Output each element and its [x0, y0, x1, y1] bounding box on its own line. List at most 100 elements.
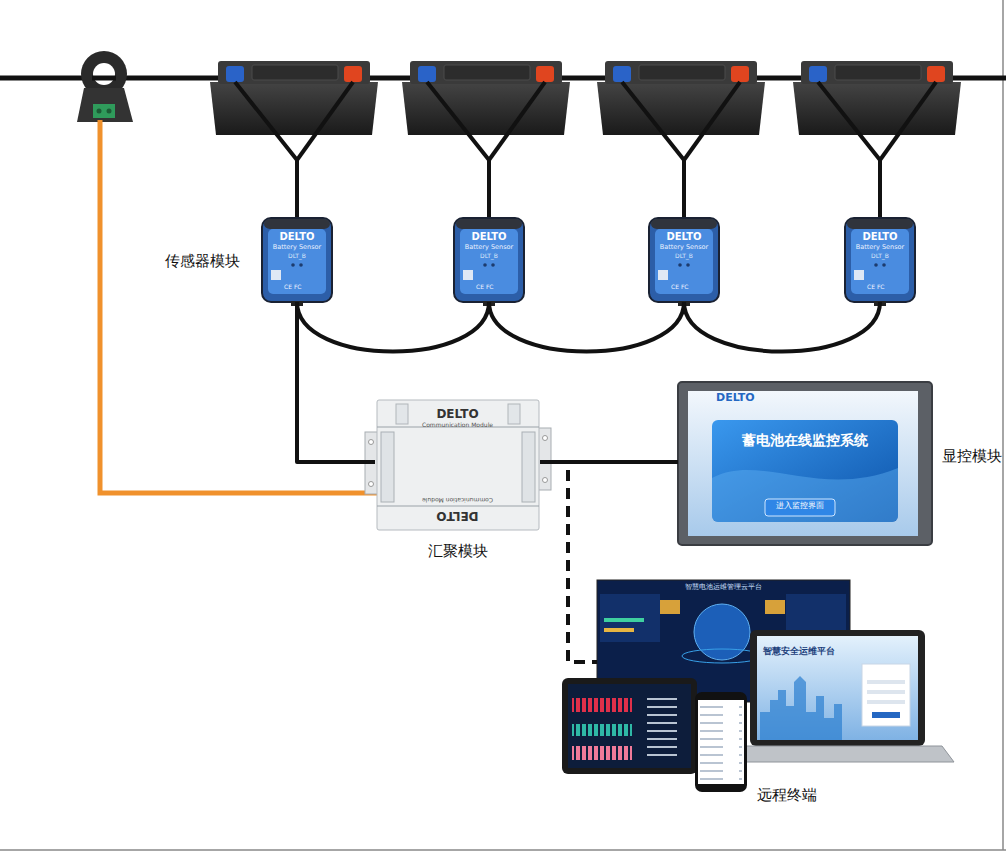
battery-lid	[410, 61, 562, 84]
sensor-body	[77, 88, 133, 122]
battery-lid	[218, 61, 370, 84]
frame-line	[0, 849, 1006, 851]
led	[491, 263, 495, 267]
tablet-screen	[568, 684, 691, 768]
cell-bars	[572, 698, 632, 712]
sensor-housing	[845, 218, 915, 306]
display-module: DELTO蓄电池在线监控系统进入监控界面显控模块	[678, 382, 932, 545]
signal-cable	[489, 302, 684, 352]
product-text: Battery Sensor	[649, 244, 719, 251]
mount-hole	[369, 482, 374, 487]
sensor-module: DELTOBattery SensorDLT_BCE FC	[649, 218, 719, 302]
screw	[97, 109, 102, 114]
housing-cap	[847, 219, 913, 229]
cell-bars	[572, 724, 632, 736]
terminal-strip	[381, 432, 394, 502]
phone	[695, 692, 747, 792]
housing-cap	[264, 219, 330, 229]
phone-screen	[698, 700, 744, 784]
communication-housing	[365, 400, 551, 530]
power-bus	[92, 76, 116, 81]
positive-terminal	[344, 66, 362, 82]
sense-wire	[622, 82, 684, 218]
login-button	[872, 712, 900, 718]
label-box	[508, 404, 520, 424]
brand-text: DELTO	[716, 392, 776, 405]
cert-mark: CE FC	[284, 284, 324, 291]
led	[678, 263, 682, 267]
cell-bars	[572, 746, 632, 760]
sensor-module: DELTOBattery SensorDLT_BCE FC	[845, 218, 915, 302]
sensor-module: DELTOBattery SensorDLT_BCE FC	[454, 218, 524, 302]
led	[882, 263, 886, 267]
brand-text: DELTO	[375, 508, 540, 522]
sensor-housing	[262, 218, 332, 306]
negative-terminal	[226, 66, 244, 82]
battery	[402, 61, 570, 135]
current-sensor	[77, 51, 133, 122]
frame-line	[1002, 0, 1004, 850]
platform-title: 智慧安全运维平台	[763, 646, 863, 656]
battery-body	[793, 82, 961, 135]
qr-code	[854, 270, 864, 280]
sensor-housing	[649, 218, 719, 306]
module-caption: 传感器模块	[165, 252, 240, 271]
sense-wire	[489, 82, 545, 160]
negative-terminal	[613, 66, 631, 82]
positive-terminal	[731, 66, 749, 82]
signal-cable	[297, 302, 375, 462]
login-card	[862, 664, 910, 726]
battery-cap	[444, 65, 530, 80]
battery	[210, 61, 378, 135]
negative-terminal	[418, 66, 436, 82]
wireless-link	[540, 462, 597, 662]
terminal-block	[93, 104, 115, 118]
qr-code	[271, 270, 281, 280]
input-field	[867, 690, 905, 694]
mount-hole	[369, 440, 374, 445]
cert-mark: CE FC	[476, 284, 516, 291]
battery-cap	[639, 65, 725, 80]
input-field	[867, 680, 905, 684]
sense-wire	[684, 82, 740, 160]
model-text: DLT_B	[262, 253, 332, 260]
qr-code	[463, 270, 473, 280]
dashboard-tile	[765, 600, 785, 614]
product-text: Communication Module	[375, 422, 540, 429]
positive-terminal	[536, 66, 554, 82]
brand-text: DELTO	[375, 408, 540, 422]
led	[299, 263, 303, 267]
mount-hole	[543, 436, 548, 441]
screen-title: 蓄电池在线监控系统	[678, 432, 932, 448]
battery-lid	[801, 61, 953, 84]
model-text: DLT_B	[649, 253, 719, 260]
brand-text: DELTO	[845, 231, 915, 243]
cert-mark: CE FC	[867, 284, 907, 291]
enter-button	[765, 499, 835, 516]
dashboard-bar	[604, 628, 634, 632]
model-text: DLT_B	[454, 253, 524, 260]
housing-cap	[651, 219, 717, 229]
battery-cap	[835, 65, 921, 80]
remote-terminal-group: 智慧电池运维管理云平台智慧安全运维平台远程终端	[597, 580, 955, 810]
led	[483, 263, 487, 267]
terminal-strip	[522, 432, 535, 502]
housing	[649, 218, 719, 302]
battery	[597, 61, 765, 135]
module-caption: 汇聚模块	[375, 543, 540, 560]
tablet	[562, 678, 697, 774]
dashboard-globe	[694, 604, 750, 660]
cert-mark: CE FC	[671, 284, 711, 291]
laptop-lid	[750, 630, 925, 746]
communication-module: DELTOCommunication ModuleCommunication M…	[375, 400, 540, 530]
phone-list	[700, 704, 742, 780]
sense-wire	[818, 82, 880, 218]
brand-text: DELTO	[262, 231, 332, 243]
led	[291, 263, 295, 267]
brand-text: DELTO	[454, 231, 524, 243]
battery	[793, 61, 961, 135]
battery-lid	[605, 61, 757, 84]
